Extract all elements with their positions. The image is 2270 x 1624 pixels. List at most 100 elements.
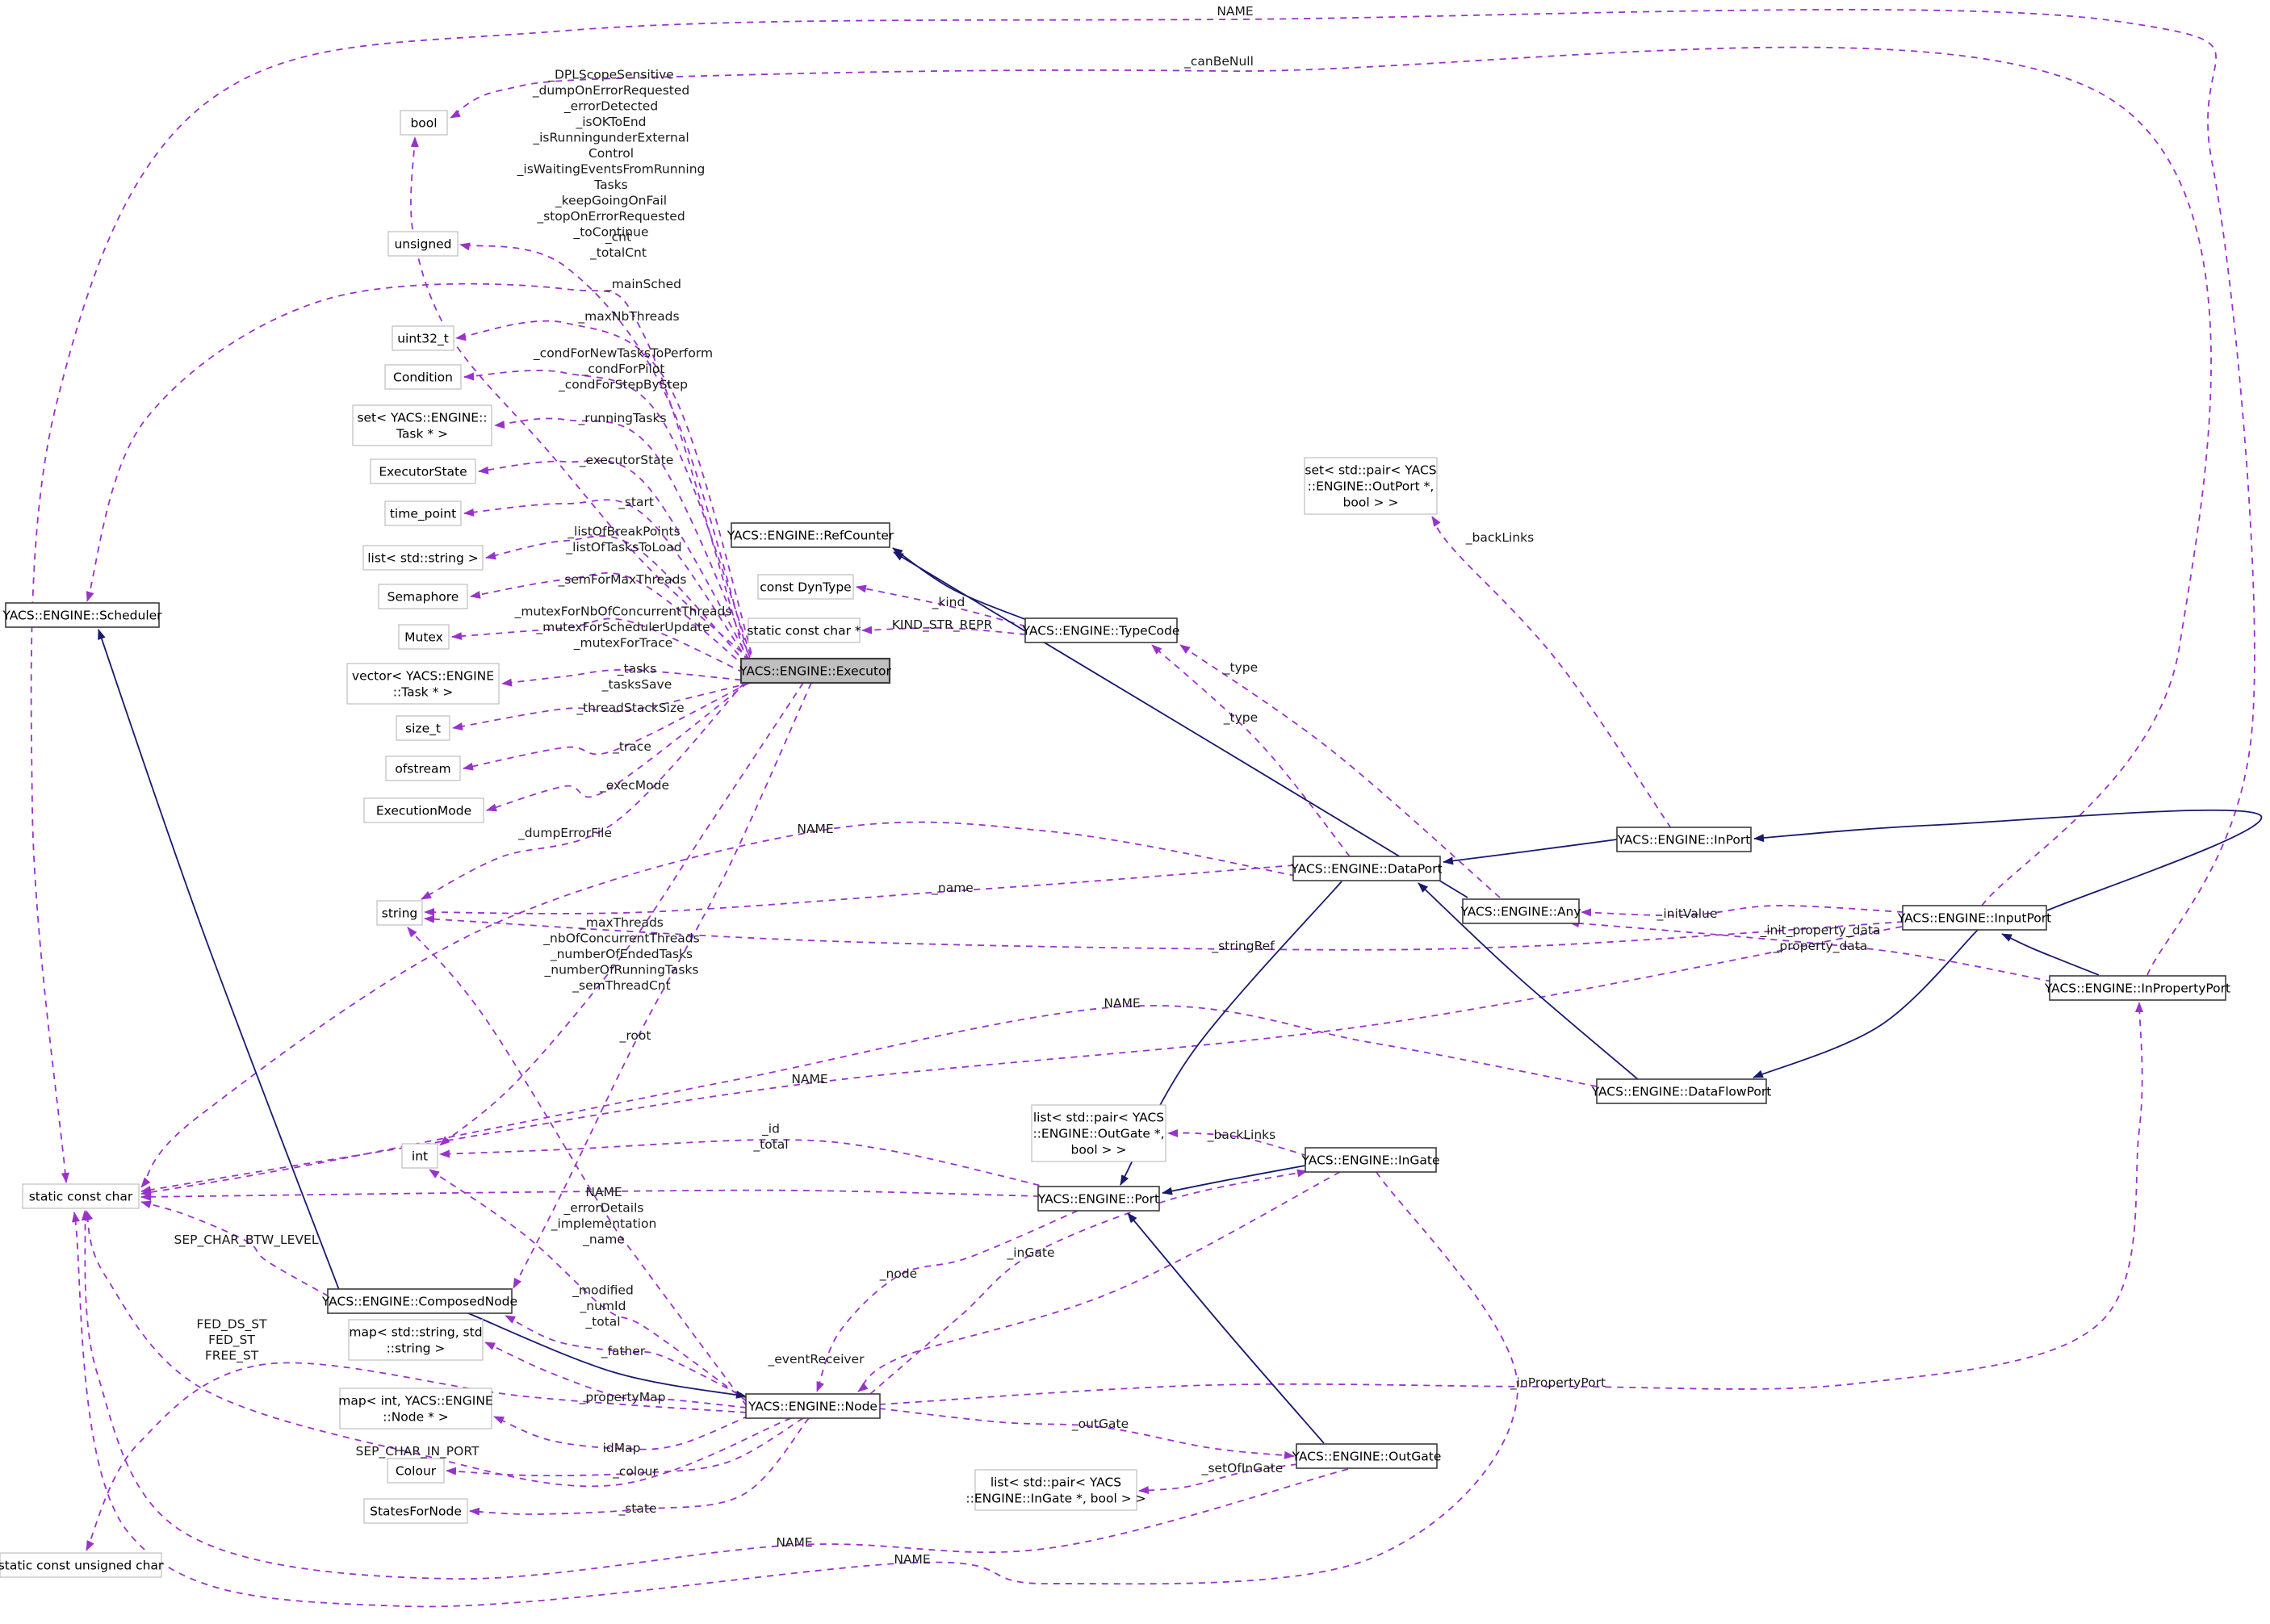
edge-outgate-staticconstchar (81, 1210, 1349, 1580)
edge-label-lbl-backLinks-ingate: _backLinks (1207, 1128, 1275, 1143)
edge-label-lbl-initValue: _initValue (1656, 906, 1718, 922)
edge-label-text: Tasks (593, 178, 628, 192)
edge-label-lbl-exec-bools: _DPLScopeSensitive_dumpOnErrorRequested_… (517, 68, 706, 241)
class-box-composedNode[interactable]: YACS::ENGINE::ComposedNode (321, 1288, 517, 1314)
edge-label-lbl-initPropertyData: _init_property_data_property_data (1759, 923, 1880, 954)
class-box-any[interactable]: YACS::ENGINE::Any (1460, 898, 1581, 924)
edge-label-text: _isRunningunderExternal (532, 131, 689, 146)
edge-label-text: _errorDetails (563, 1200, 643, 1216)
class-box-timePoint: time_point (384, 500, 462, 526)
edge-label-text: idMap (603, 1441, 641, 1455)
edge-label-text: _total (752, 1137, 788, 1153)
class-box-label: map< int, YACS::ENGINE (338, 1394, 492, 1408)
class-box-dataPort[interactable]: YACS::ENGINE::DataPort (1290, 856, 1443, 881)
edge-label-text: _mutexForTrace (573, 636, 673, 651)
class-box-staticConstUnsignedChar: static const unsigned char (0, 1552, 164, 1578)
class-box-node[interactable]: YACS::ENGINE::Node (745, 1393, 881, 1419)
edge-label-text: _DPLScopeSensitive (547, 68, 674, 83)
edge-label-lbl-kind: _kind (932, 595, 965, 610)
edge-label-text: _dumpErrorFile (517, 826, 612, 841)
class-box-listPairInGate: list< std::pair< YACS::ENGINE::InGate *,… (965, 1469, 1146, 1511)
edge-label-lbl-name-dataport: NAME (797, 822, 833, 836)
edge-label-lbl-type1: _type (1223, 660, 1258, 676)
edge-node-mapstringstring (484, 1341, 748, 1408)
class-box-label: ::ENGINE::OutGate *, (1032, 1127, 1164, 1141)
edge-composednode-node (467, 1312, 747, 1399)
edge-label-lbl-kindStrRepr: KIND_STR_REPR (892, 617, 993, 633)
class-box-label: list< std::pair< YACS (1033, 1111, 1164, 1125)
class-box-listPairOutGate: list< std::pair< YACS::ENGINE::OutGate *… (1031, 1104, 1166, 1162)
edge-label-lbl-type2: _type (1223, 710, 1258, 726)
class-box-label: YACS::ENGINE::DataPort (1290, 862, 1442, 877)
class-box-refCounter[interactable]: YACS::ENGINE::RefCounter (727, 522, 894, 548)
edge-composednode-scheduler (98, 629, 340, 1291)
edge-label-text: _mutexForNbOfConcurrentThreads (514, 605, 732, 620)
edge-label-text: _numberOfRunningTasks (544, 963, 699, 978)
edge-label-lbl-exec-ints: _maxThreads_nbOfConcurrentThreads_number… (542, 915, 699, 994)
class-box-label: ExecutorState (379, 465, 467, 479)
class-box-label: list< std::string > (367, 551, 479, 566)
class-box-dataFlowPort[interactable]: YACS::ENGINE::DataFlowPort (1591, 1078, 1772, 1104)
class-box-semaphore: Semaphore (378, 584, 468, 609)
edge-label-lbl-name-dataflow: NAME (1104, 996, 1140, 1011)
edge-executor-settask (494, 417, 756, 669)
class-box-label: vector< YACS::ENGINE (352, 669, 494, 684)
class-box-mutex: Mutex (398, 624, 450, 650)
edge-label-text: _numId (580, 1299, 626, 1314)
edge-executor-executionmode (486, 682, 748, 812)
class-box-label: string (382, 906, 418, 921)
edge-node-composednode (505, 1315, 750, 1400)
class-box-label: static const char (29, 1190, 133, 1204)
class-box-scheduler[interactable]: YACS::ENGINE::Scheduler (2, 602, 162, 628)
class-box-inputPort[interactable]: YACS::ENGINE::InputPort (1897, 905, 2051, 931)
edge-label-text: _condForStepByStep (558, 378, 688, 393)
edge-node-colour (446, 1417, 804, 1477)
edge-label-text: _type (1223, 710, 1258, 726)
edge-label-lbl-propertyMap: _propertyMap (579, 1390, 666, 1405)
class-box-inPort[interactable]: YACS::ENGINE::InPort (1616, 827, 1752, 852)
class-box-executor: YACS::ENGINE::Executor (739, 657, 892, 684)
edge-label-text: _execMode (599, 778, 669, 793)
class-box-colour: Colour (387, 1458, 445, 1484)
edge-node-staticconstchar-sep (85, 1210, 792, 1488)
edge-label-lbl-name-outgate: NAME (776, 1535, 812, 1550)
edge-node-string (407, 927, 748, 1407)
edge-label-text: _maxNbThreads (577, 309, 679, 324)
class-box-port[interactable]: YACS::ENGINE::Port (1037, 1186, 1160, 1212)
edge-executor-scheduler (86, 283, 748, 663)
edge-ingate-node (857, 1171, 1341, 1392)
class-box-label: size_t (405, 722, 441, 737)
edge-label-lbl-listOf: _listOfBreakPoints_listOfTasksToLoad (565, 524, 681, 555)
class-box-label: bool > > (1343, 496, 1399, 510)
edge-label-text: SEP_CHAR_IN_PORT (356, 1444, 480, 1459)
class-box-typeCode[interactable]: YACS::ENGINE::TypeCode (1022, 617, 1180, 643)
edge-label-lbl-name-inputport: NAME (791, 1072, 827, 1086)
class-box-inGate[interactable]: YACS::ENGINE::InGate (1300, 1147, 1440, 1173)
edge-composednode-staticconstchar (140, 1200, 329, 1297)
class-box-inPropertyPort[interactable]: YACS::ENGINE::InPropertyPort (2044, 975, 2230, 1001)
edge-node-mapintnode (493, 1415, 750, 1450)
edge-label-lbl-modified: _modified_numId_total (572, 1283, 634, 1330)
edge-port-staticconstchar (140, 1189, 1041, 1201)
class-box-label: YACS::ENGINE::Scheduler (2, 609, 162, 623)
edge-label-text: NAME (1104, 996, 1140, 1011)
edge-inpropertyport-any (1568, 919, 2053, 982)
edge-dataport-typecode (1151, 644, 1351, 857)
class-box-label: YACS::ENGINE::Node (748, 1400, 877, 1414)
edge-label-text: _runningTasks (577, 411, 666, 426)
edge-executor-int (439, 682, 804, 1146)
class-box-label: YACS::ENGINE::Executor (739, 664, 891, 679)
class-box-label: YACS::ENGINE::InGate (1300, 1153, 1439, 1168)
class-box-outGate[interactable]: YACS::ENGINE::OutGate (1292, 1443, 1442, 1469)
edge-label-text: _threadStackSize (576, 701, 684, 716)
edge-label-text: _property_data (1773, 939, 1868, 954)
edge-label-lbl-trace: _trace (612, 739, 651, 755)
edge-node-int (429, 1169, 748, 1402)
edge-label-text: FED_DS_ST (196, 1317, 267, 1333)
class-box-label: set< YACS::ENGINE:: (357, 411, 487, 425)
edge-label-text: _condForPilot (581, 362, 665, 377)
edge-executor-mutex (451, 617, 756, 679)
class-box-label: ::ENGINE::InGate *, bool > > (965, 1492, 1145, 1506)
edge-label-lbl-executorState: _executorState (579, 453, 674, 468)
